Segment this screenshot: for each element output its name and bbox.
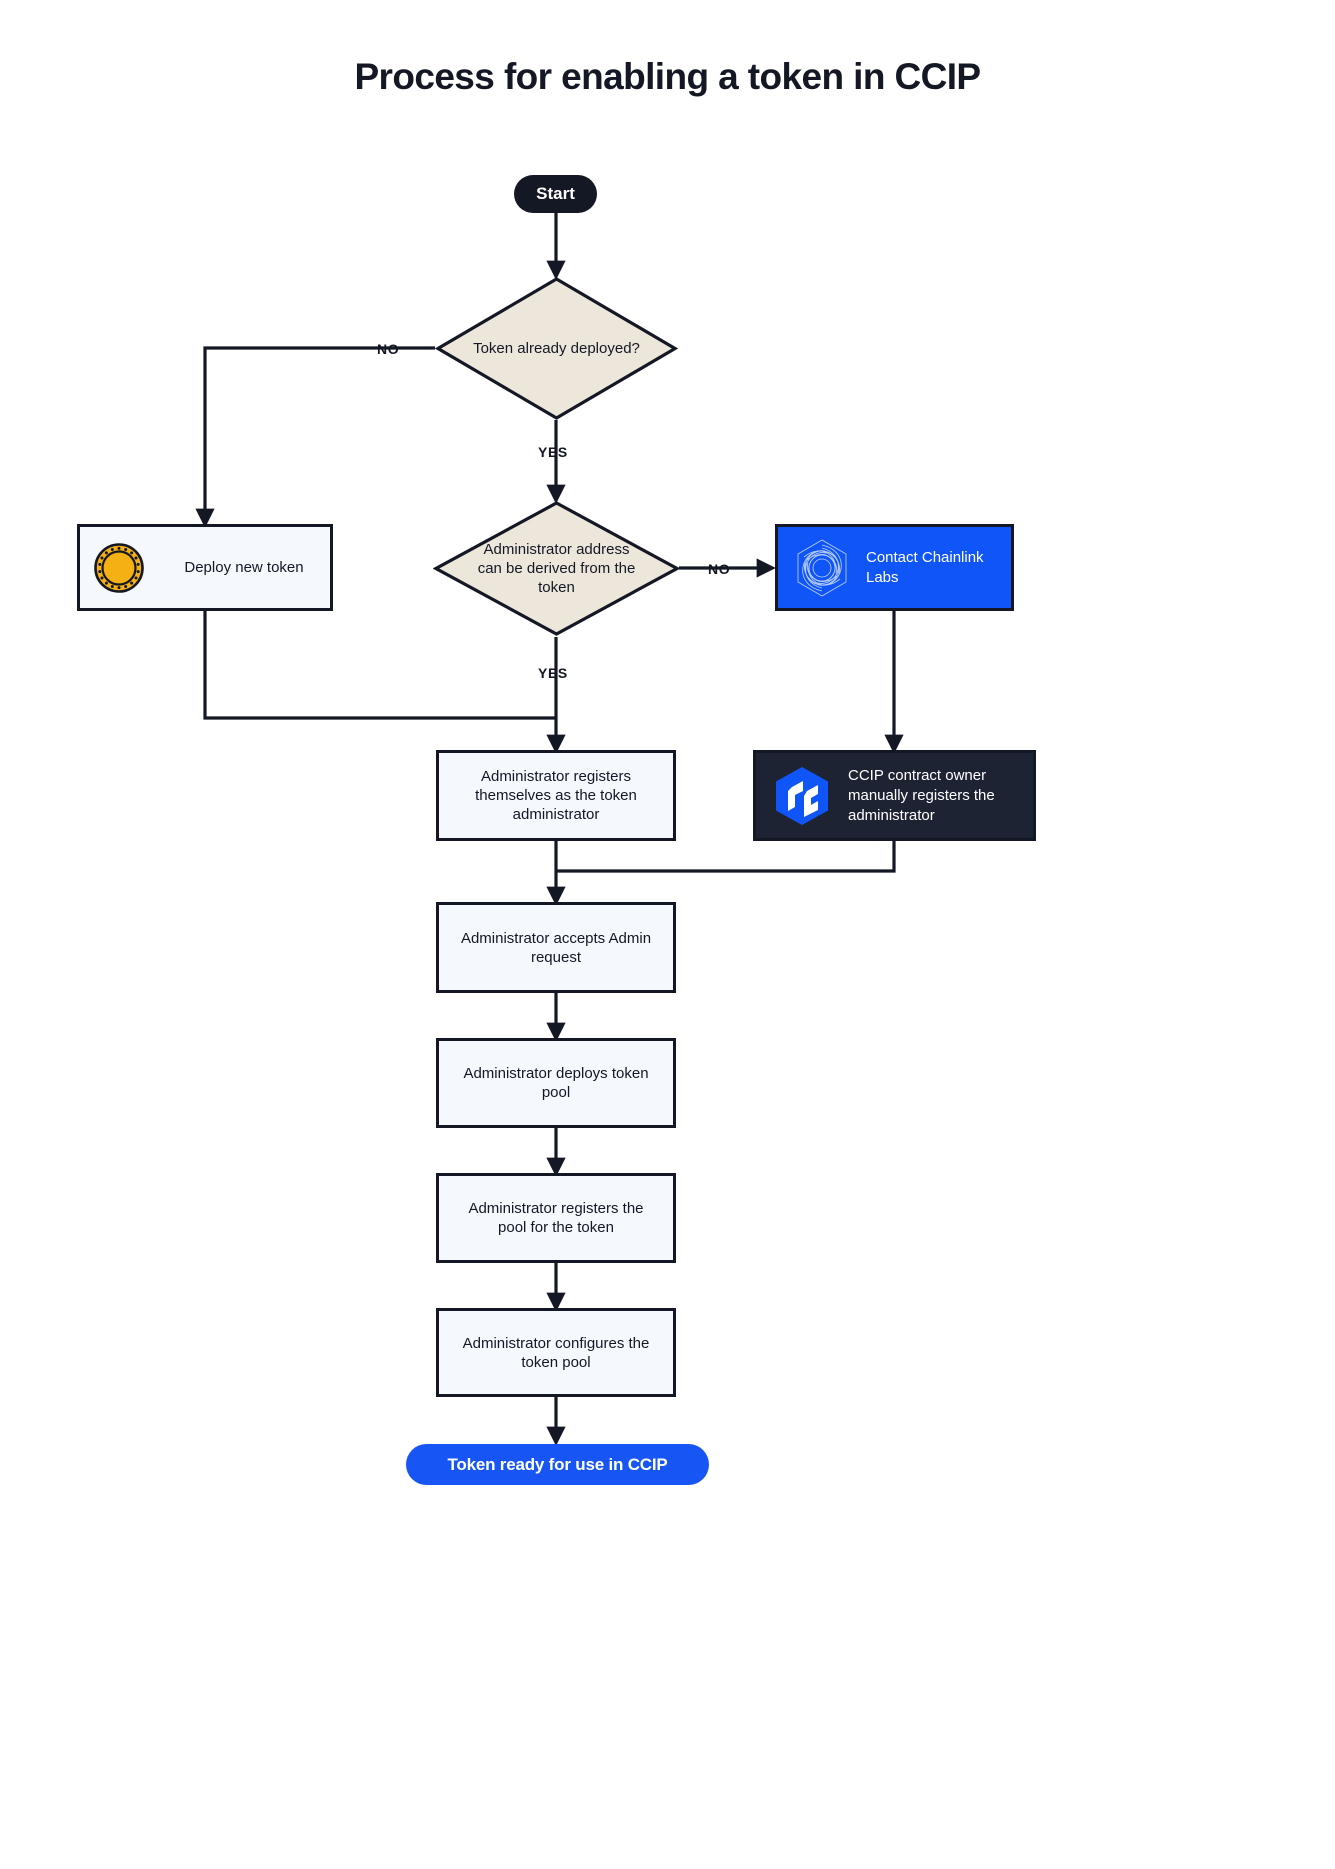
node-deploy-new-token-label: Deploy new token: [184, 559, 304, 576]
edge-label-admin-derived-yes: YES: [538, 665, 568, 681]
gold-coin-icon: [80, 542, 158, 594]
node-start-label: Start: [536, 184, 575, 203]
node-admin-accepts-request-label: Administrator accepts Admin request: [460, 929, 652, 966]
node-decision-token-deployed-label: Token already deployed?: [473, 340, 640, 357]
page-title: Process for enabling a token in CCIP: [354, 56, 981, 97]
ccip-hexagon-logo-icon: [756, 765, 848, 827]
node-admin-registers-self-label: Administrator registers themselves as th…: [475, 768, 637, 823]
node-admin-configures-pool: Administrator configures the token pool: [436, 1308, 676, 1397]
node-decision-token-deployed: Token already deployed?: [434, 276, 679, 421]
edge-label-token-deployed-yes: YES: [538, 444, 568, 460]
node-admin-accepts-request: Administrator accepts Admin request: [436, 902, 676, 993]
chainlink-labs-logo-icon: [778, 537, 866, 599]
node-admin-registers-pool-label: Administrator registers the pool for the…: [468, 1200, 644, 1236]
node-decision-admin-derived: Administrator address can be derived fro…: [432, 500, 681, 637]
node-admin-deploys-pool: Administrator deploys token pool: [436, 1038, 676, 1128]
node-start: Start: [514, 175, 597, 213]
decision-diamond-shape: [432, 501, 681, 636]
node-decision-admin-derived-label: Administrator address can be derived fro…: [477, 541, 636, 596]
decision-diamond-shape: [434, 277, 679, 420]
node-admin-registers-pool: Administrator registers the pool for the…: [436, 1173, 676, 1263]
node-ccip-owner-registers: CCIP contract owner manually registers t…: [753, 750, 1036, 841]
node-contact-chainlink-labs-label: Contact Chainlink Labs: [866, 548, 984, 586]
node-end: Token ready for use in CCIP: [406, 1444, 709, 1485]
node-ccip-owner-registers-label: CCIP contract owner manually registers t…: [848, 766, 995, 824]
node-admin-registers-self: Administrator registers themselves as th…: [436, 750, 676, 841]
node-end-label: Token ready for use in CCIP: [447, 1454, 668, 1474]
edge-label-admin-derived-no: NO: [708, 561, 731, 577]
node-admin-deploys-pool-label: Administrator deploys token pool: [463, 1065, 649, 1101]
edge-label-token-deployed-no: NO: [377, 341, 400, 357]
node-contact-chainlink-labs: Contact Chainlink Labs: [775, 524, 1014, 611]
node-admin-configures-pool-label: Administrator configures the token pool: [462, 1334, 650, 1371]
node-deploy-new-token: Deploy new token: [77, 524, 333, 611]
